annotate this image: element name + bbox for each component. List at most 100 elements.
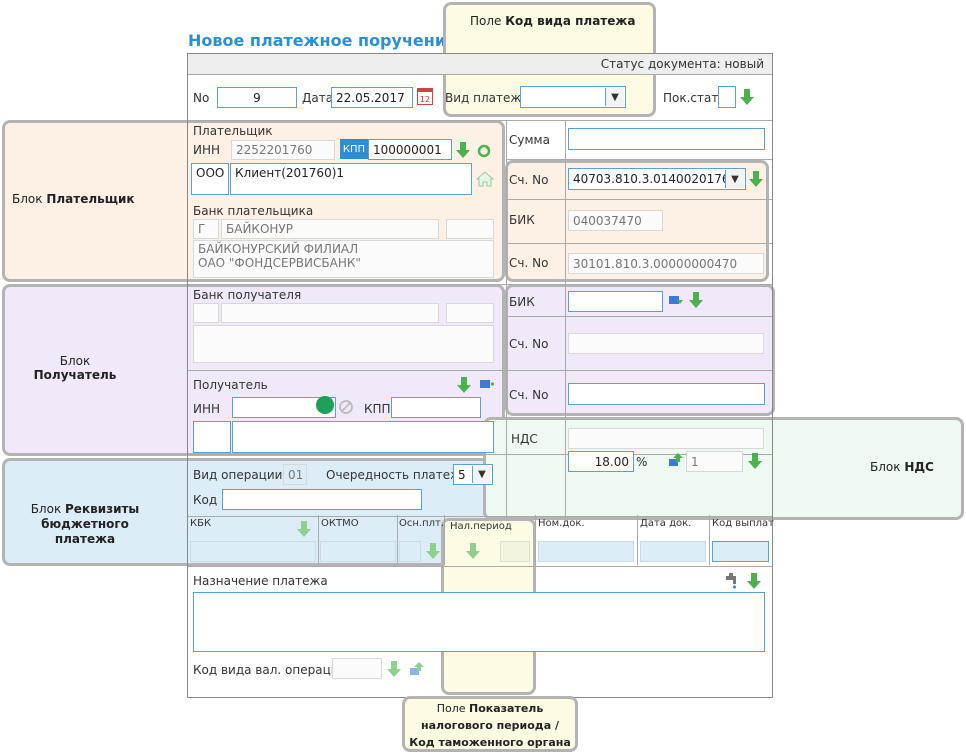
receiver-acc-input[interactable] (568, 383, 765, 405)
budget-table (188, 515, 772, 565)
calendar-icon[interactable]: 12 (417, 88, 433, 105)
sep-table (188, 516, 772, 517)
arrow-down-icon[interactable] (689, 292, 703, 308)
receiver-corr-input[interactable] (568, 333, 764, 354)
col-nal-period: Нал.период (450, 521, 512, 532)
sep-right-6 (506, 370, 772, 371)
receiver-bank-extra[interactable] (446, 303, 494, 323)
vid-plat-label: Вид платежа (445, 91, 529, 105)
arrow-down-icon[interactable] (297, 521, 311, 537)
arrow-down-icon[interactable] (387, 661, 401, 677)
payer-corr-input[interactable]: 30101.810.3.00000000470 (568, 253, 764, 274)
data-dok-input[interactable] (640, 541, 706, 562)
sep-right-7 (506, 419, 772, 420)
purpose-label: Назначение платежа (193, 574, 328, 588)
queue-select[interactable]: 5 ▼ (453, 464, 493, 485)
col-kod-vyplat: Код выплат (712, 518, 774, 529)
receiver-bank-city-type[interactable] (193, 303, 219, 323)
receiver-name-input[interactable] (232, 421, 494, 453)
status-label-text: Статус документа: (600, 57, 721, 71)
pok-stat-input[interactable] (718, 86, 736, 108)
col-sep (318, 515, 319, 565)
book-icon[interactable] (668, 294, 684, 308)
receiver-bank-city[interactable] (221, 303, 439, 323)
vid-plat-select[interactable]: ▼ (520, 86, 626, 108)
receiver-bik-label: БИК (509, 295, 535, 309)
receiver-acc-label: Сч. No (509, 388, 549, 402)
payer-bik-label: БИК (509, 213, 535, 227)
callout-payer: Блок Плательщик (12, 192, 135, 206)
arrow-down-icon[interactable] (456, 142, 470, 158)
receiver-bank-label: Банк получателя (193, 288, 302, 302)
op-type-input[interactable]: 01 (283, 464, 307, 485)
kod-vyplat-input[interactable] (712, 541, 769, 562)
callout-budget: Блок Реквизиты бюджетного платежа (12, 502, 158, 547)
code-input[interactable] (222, 489, 422, 510)
payer-kpp-label: КПП (340, 139, 368, 159)
payer-bik-input[interactable]: 040037470 (568, 210, 663, 231)
arrow-down-icon[interactable] (466, 543, 480, 559)
arrow-down-icon[interactable] (747, 573, 761, 589)
chevron-down-icon[interactable]: ▼ (605, 88, 624, 106)
oktmo-input[interactable] (320, 541, 396, 562)
arrow-up-icon[interactable] (668, 453, 684, 467)
payer-org-form-input[interactable]: ООО (191, 163, 229, 195)
payer-name-input[interactable]: Клиент(201760)1 (230, 163, 472, 195)
arrow-down-icon[interactable] (426, 543, 440, 559)
payer-bank-city-type[interactable]: Г (193, 219, 219, 239)
op-type-label: Вид операции (193, 468, 283, 482)
callout-pokazatel-bold1: Показатель налогового периода / (421, 702, 559, 732)
payer-bank-city[interactable]: БАЙКОНУР (221, 219, 439, 239)
arrow-down-icon[interactable] (457, 377, 471, 393)
sum-label: Сумма (509, 133, 550, 147)
date-input[interactable]: 22.05.2017 (331, 87, 413, 108)
payer-inn-input[interactable]: 2252201760 (231, 140, 335, 160)
queue-label: Очередность платежа (326, 468, 469, 482)
receiver-inn-input[interactable] (232, 397, 336, 418)
receiver-bank-name[interactable] (193, 325, 494, 363)
callout-receiver-bold: Получатель (33, 368, 117, 382)
callout-budget-prefix: Блок (30, 502, 66, 516)
val-op-input[interactable] (332, 658, 382, 679)
payer-acc-select[interactable]: 40703.810.3.01400201760 ▼ (568, 168, 746, 190)
chevron-down-icon[interactable]: ▼ (472, 466, 491, 483)
sep-vertical-right (565, 120, 566, 516)
arrow-down-icon[interactable] (748, 453, 762, 469)
callout-payer-bold: Плательщик (46, 192, 135, 206)
sep-right-2 (506, 199, 772, 200)
sep-right-3 (506, 243, 772, 244)
chevron-down-icon[interactable]: ▼ (725, 170, 744, 188)
payer-kpp-input[interactable]: 100000001 (368, 139, 452, 160)
nds-text-input[interactable] (568, 428, 764, 449)
payer-bank-name[interactable]: БАЙКОНУРСКИЙ ФИЛИАЛ ОАО "ФОНДСЕРВИСБАНК" (193, 240, 494, 278)
callout-kod-vida: Поле Код вида платежа (470, 14, 635, 28)
payer-bank-extra[interactable] (446, 219, 494, 239)
block-icon[interactable] (338, 399, 354, 415)
sep-vertical-main (506, 120, 507, 516)
osn-input[interactable] (399, 541, 421, 562)
arrow-down-icon[interactable] (749, 171, 763, 187)
arrow-down-icon[interactable] (740, 89, 754, 105)
receiver-kpp-input[interactable] (391, 397, 481, 418)
no-label: No (193, 91, 210, 105)
add-contact-icon[interactable] (479, 378, 495, 392)
sum-input[interactable] (568, 128, 765, 150)
queue-value: 5 (458, 467, 466, 482)
nds-count-input[interactable]: 1 (686, 451, 743, 472)
nds-rate-input[interactable]: 18.00 (568, 451, 634, 472)
receiver-org-form-input[interactable] (193, 421, 231, 453)
nom-dok-input[interactable] (538, 541, 634, 562)
col-sep (397, 515, 398, 565)
nal-period-input[interactable] (500, 541, 530, 562)
callout-pokazatel-box (402, 696, 578, 752)
payer-corr-label: Сч. No (509, 256, 549, 270)
purpose-textarea[interactable] (193, 592, 765, 652)
kbk-input[interactable] (190, 541, 316, 562)
no-input[interactable]: 9 (217, 87, 297, 108)
refresh-icon[interactable] (477, 143, 491, 159)
receiver-bik-input[interactable] (568, 291, 663, 312)
receiver-corr-label: Сч. No (509, 337, 549, 351)
home-icon[interactable] (476, 171, 494, 187)
arrow-up-icon[interactable] (409, 662, 425, 676)
faucet-icon[interactable] (724, 572, 742, 590)
